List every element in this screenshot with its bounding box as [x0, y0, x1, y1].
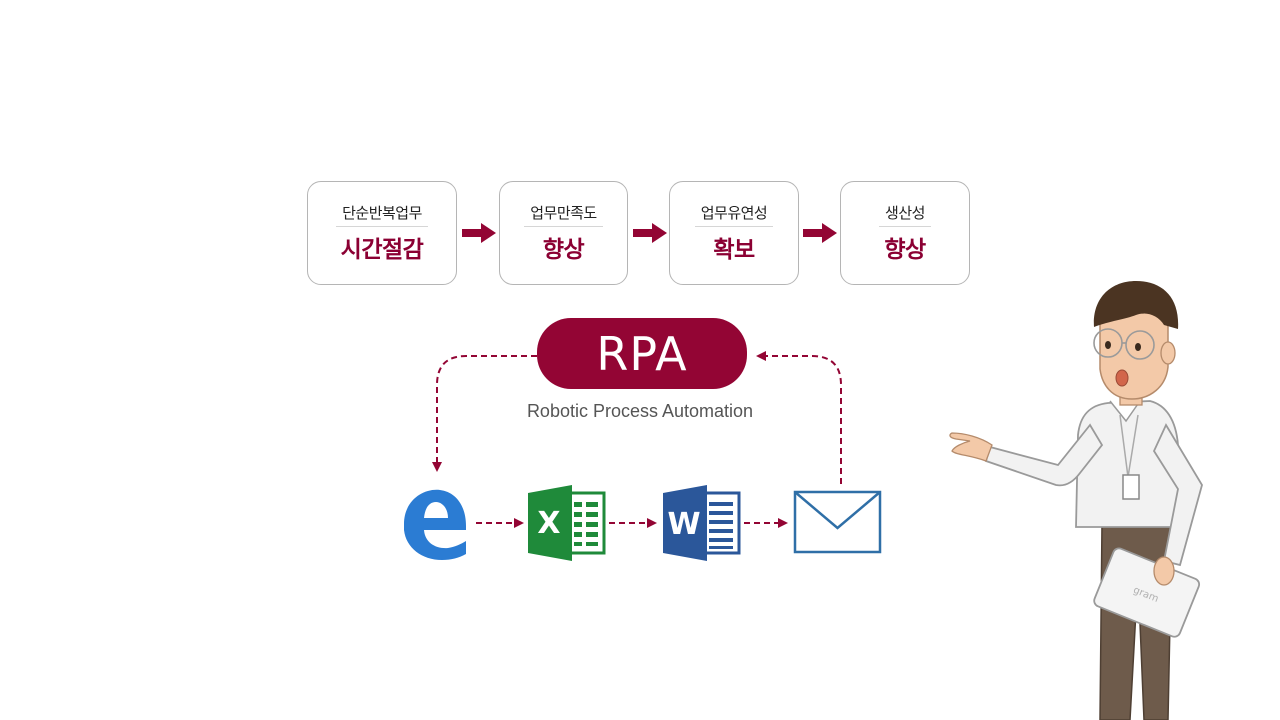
edge-browser-icon [404, 489, 466, 560]
step-card-title: 향상 [542, 237, 585, 263]
step-card-caption: 생산성 [879, 202, 931, 227]
presenter-illustration: gram [949, 281, 1203, 720]
right-arrow-icon [803, 223, 837, 243]
step-card-caption: 단순반복업무 [336, 202, 428, 227]
step-card-productivity: 생산성 향상 [840, 181, 970, 285]
mail-envelope-icon [793, 490, 882, 554]
step-card-job-satisfaction: 업무만족도 향상 [499, 181, 628, 285]
step-card-time-saving: 단순반복업무 시간절감 [307, 181, 457, 285]
word-icon: W [663, 485, 741, 561]
step-card-title: 시간절감 [340, 237, 424, 263]
excel-icon: X [528, 485, 606, 561]
step-card-flexibility: 업무유연성 확보 [669, 181, 799, 285]
step-card-caption: 업무유연성 [694, 202, 774, 227]
step-card-caption: 업무만족도 [524, 202, 603, 227]
right-arrow-icon [633, 223, 667, 243]
rpa-subtitle: Robotic Process Automation [526, 401, 754, 421]
step-card-title: 향상 [884, 237, 926, 263]
right-arrow-icon [462, 223, 496, 243]
word-letter: W [667, 507, 700, 542]
excel-letter: X [537, 506, 560, 541]
step-card-title: 확보 [713, 237, 755, 263]
rpa-title-pill: RPA [537, 318, 747, 389]
